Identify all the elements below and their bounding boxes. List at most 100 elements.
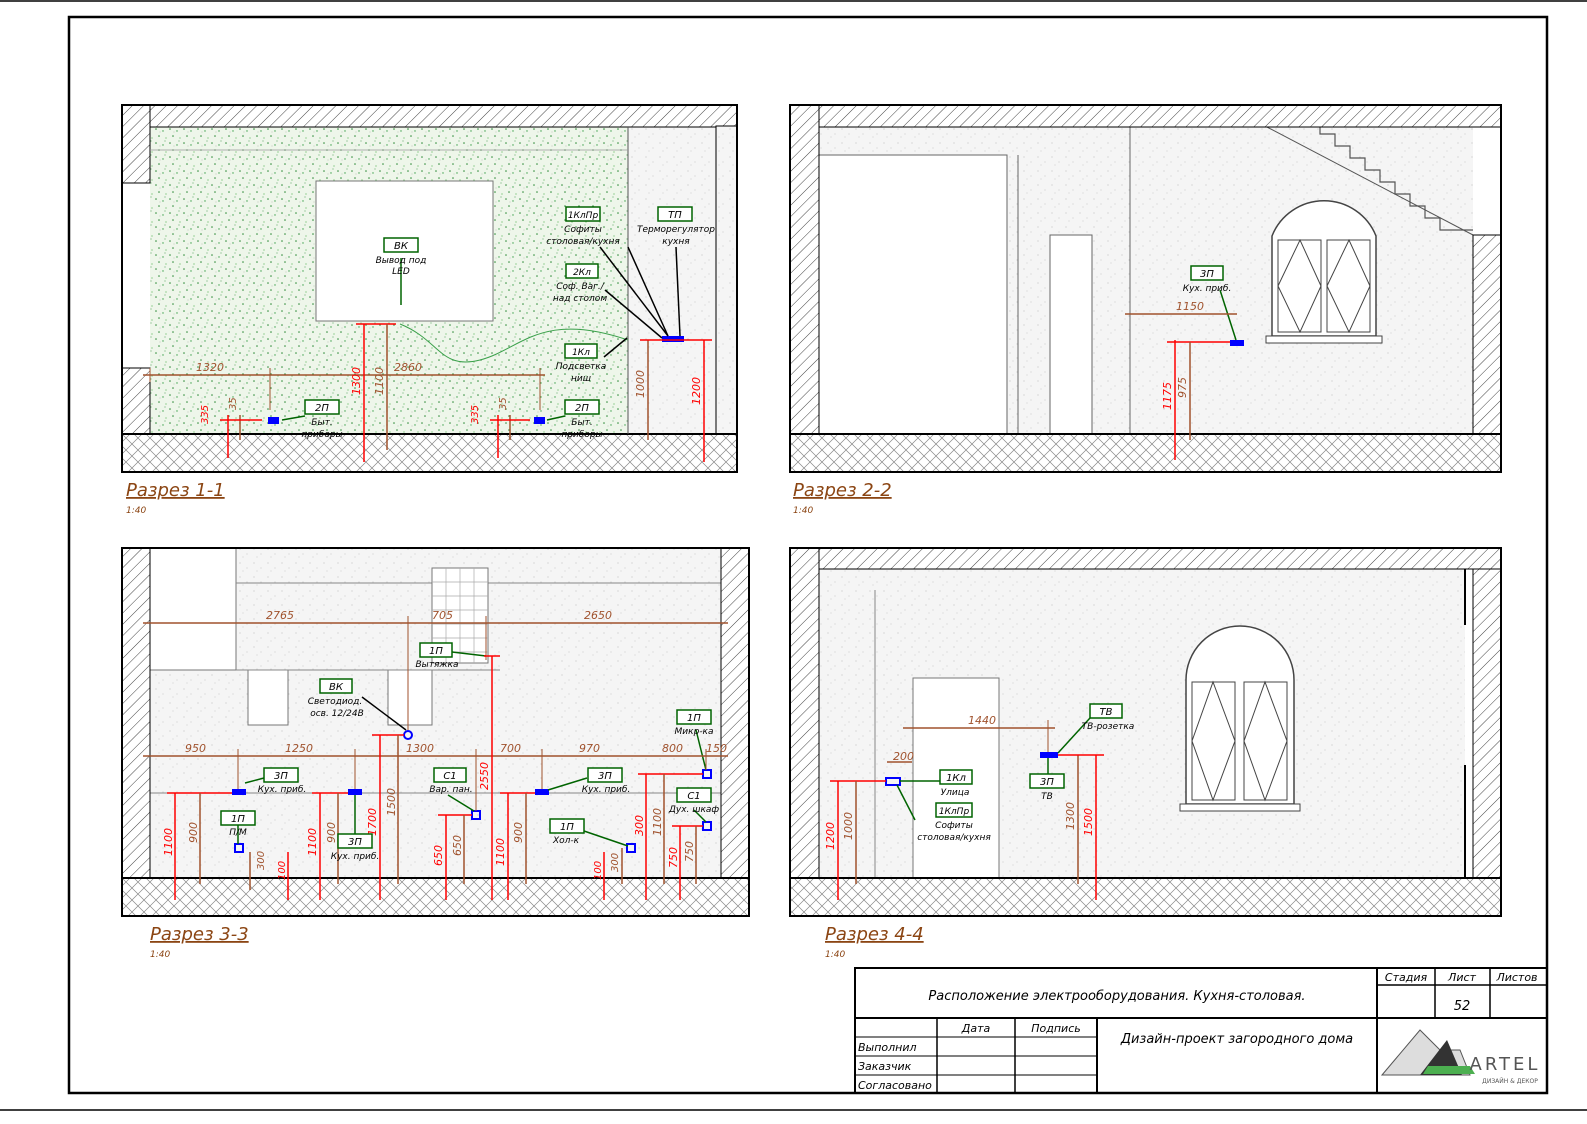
svg-text:Кух. приб.: Кух. приб. (258, 785, 307, 795)
dim-1300: 1300 (406, 742, 434, 755)
svg-text:Вывод под: Вывод под (376, 256, 427, 266)
dim-200: 200 (893, 750, 914, 763)
svg-text:Вар. пан.: Вар. пан. (429, 785, 472, 795)
label-1kl-street: 1Кл Улица (939, 769, 973, 798)
label-1p-dishwasher: 1П П/М (220, 810, 256, 838)
label-3p-c: 3П Кух. приб. (331, 833, 379, 862)
dim-v-100-b: 100 (593, 861, 604, 880)
dim-335-a: 335 (200, 405, 211, 424)
label-c1-hob: С1 Вар. пан. (429, 767, 473, 795)
label-2p-a: 2П Быт. приборы (301, 399, 343, 440)
label-1p-micro: 1П Микр-ка (675, 709, 714, 737)
svg-text:Быт.: Быт. (311, 418, 332, 428)
section-scale-2: 1:40 (793, 506, 813, 516)
dim-v-1100-d: 1100 (651, 808, 664, 836)
label-1kl: 1Кл Подсветка ниш (556, 343, 606, 384)
dim-35-b: 35 (498, 397, 509, 410)
svg-text:ТП: ТП (668, 210, 682, 221)
logo-subtext: ДИЗАЙН & ДЕКОР (1482, 1078, 1538, 1085)
dim-1150: 1150 (1176, 300, 1204, 313)
section-title-3: Разрез 3-3 (150, 924, 249, 945)
dim-v-1100-b: 1100 (306, 828, 319, 856)
dim-150: 150 (706, 742, 727, 755)
label-vk-led: ВК Светодиод. осв. 12/24В (308, 678, 364, 719)
label-2kl: 2Кл Соф. Ваг./ над столом (553, 263, 607, 304)
sheet-number: 52 (1454, 999, 1471, 1014)
svg-text:Терморегулятор: Терморегулятор (637, 225, 715, 235)
svg-text:Кух. приб.: Кух. приб. (582, 785, 631, 795)
svg-text:3П: 3П (348, 837, 362, 848)
svg-text:1П: 1П (231, 814, 245, 825)
svg-text:Быт.: Быт. (571, 418, 592, 428)
dim-1250: 1250 (285, 742, 313, 755)
svg-text:LED: LED (392, 267, 410, 277)
svg-text:1Кл: 1Кл (572, 348, 590, 358)
svg-text:приборы: приборы (561, 430, 602, 440)
svg-text:осв. 12/24В: осв. 12/24В (310, 709, 364, 719)
dim-1100: 1100 (373, 367, 386, 395)
svg-text:3П: 3П (1040, 777, 1054, 788)
svg-text:1П: 1П (687, 713, 701, 724)
dim-705: 705 (432, 609, 453, 622)
dim-700: 700 (500, 742, 521, 755)
dim-v-1200: 1200 (824, 822, 837, 850)
svg-text:Подсветка: Подсветка (556, 362, 606, 372)
svg-text:Микр-ка: Микр-ка (675, 727, 714, 737)
svg-text:Улица: Улица (941, 788, 970, 798)
dim-975: 975 (1176, 377, 1189, 398)
dim-v-650-b: 650 (451, 835, 464, 856)
dim-v-1000: 1000 (842, 812, 855, 840)
svg-text:столовая/кухня: столовая/кухня (546, 237, 620, 247)
dim-970: 970 (579, 742, 600, 755)
dim-v-1300: 1300 (1064, 802, 1077, 830)
title-block (854, 967, 1548, 1094)
dim-v-1500: 1500 (1082, 808, 1095, 836)
label-3p-tv: 3П ТВ (1029, 773, 1065, 802)
svg-text:ВК: ВК (329, 682, 344, 693)
label-vk: ВК Вывод под LED (376, 237, 427, 277)
svg-text:Соф. Ваг./: Соф. Ваг./ (556, 282, 604, 292)
svg-text:П/М: П/М (229, 828, 247, 838)
label-c1-oven: С1 Дух. шкаф (668, 787, 719, 815)
sheet-frame (67, 15, 1549, 1095)
svg-text:С1: С1 (687, 791, 700, 802)
dim-v-1500: 1500 (385, 788, 398, 816)
svg-text:ниш: ниш (571, 374, 591, 384)
svg-text:ТВ: ТВ (1041, 792, 1053, 802)
svg-text:кухня: кухня (662, 237, 690, 247)
svg-text:Кух. приб.: Кух. приб. (1183, 284, 1232, 294)
label-1p-fridge: 1П Хол-к (549, 818, 585, 846)
dim-950: 950 (185, 742, 206, 755)
dim-335-b: 335 (470, 405, 481, 424)
svg-text:Светодиод.: Светодиод. (308, 697, 363, 707)
svg-text:ТВ: ТВ (1100, 707, 1113, 718)
label-tp: ТП Терморегулятор кухня (637, 206, 715, 247)
section-title-2: Разрез 2-2 (793, 480, 892, 501)
label-1p-hood: 1П Вытяжка (416, 642, 459, 670)
col-stage: Стадия (1385, 971, 1428, 984)
label-tv-socket: ТВ ТВ-розетка (1082, 703, 1134, 732)
svg-text:С1: С1 (443, 771, 456, 782)
svg-text:Вытяжка: Вытяжка (416, 660, 459, 670)
dim-2650: 2650 (584, 609, 612, 622)
dim-v-900-a: 900 (187, 822, 200, 843)
row-done: Выполнил (858, 1041, 917, 1054)
logo-text: ARTEL (1470, 1054, 1541, 1075)
project-title: Дизайн-проект загородного дома (1120, 1032, 1353, 1047)
row-client: Заказчик (858, 1060, 912, 1073)
svg-text:1П: 1П (429, 646, 443, 657)
label-2p-b: 2П Быт. приборы (561, 399, 603, 440)
dim-35-a: 35 (228, 397, 239, 410)
col-sign: Подпись (1031, 1022, 1080, 1035)
svg-text:3П: 3П (274, 771, 288, 782)
dim-1300: 1300 (350, 367, 363, 395)
svg-text:Хол-к: Хол-к (552, 836, 580, 846)
section-1-1: 1320 2860 1300 1100 1000 1200 335 35 335… (121, 104, 738, 516)
svg-text:столовая/кухня: столовая/кухня (917, 833, 991, 843)
dim-v-900-c: 900 (512, 822, 525, 843)
section-2-2: 1150 1175 975 3П Кух. приб. Разрез 2-2 1… (789, 104, 1502, 516)
dim-2765: 2765 (266, 609, 294, 622)
dim-1000: 1000 (634, 370, 647, 398)
dim-v-750-b: 750 (683, 841, 696, 862)
